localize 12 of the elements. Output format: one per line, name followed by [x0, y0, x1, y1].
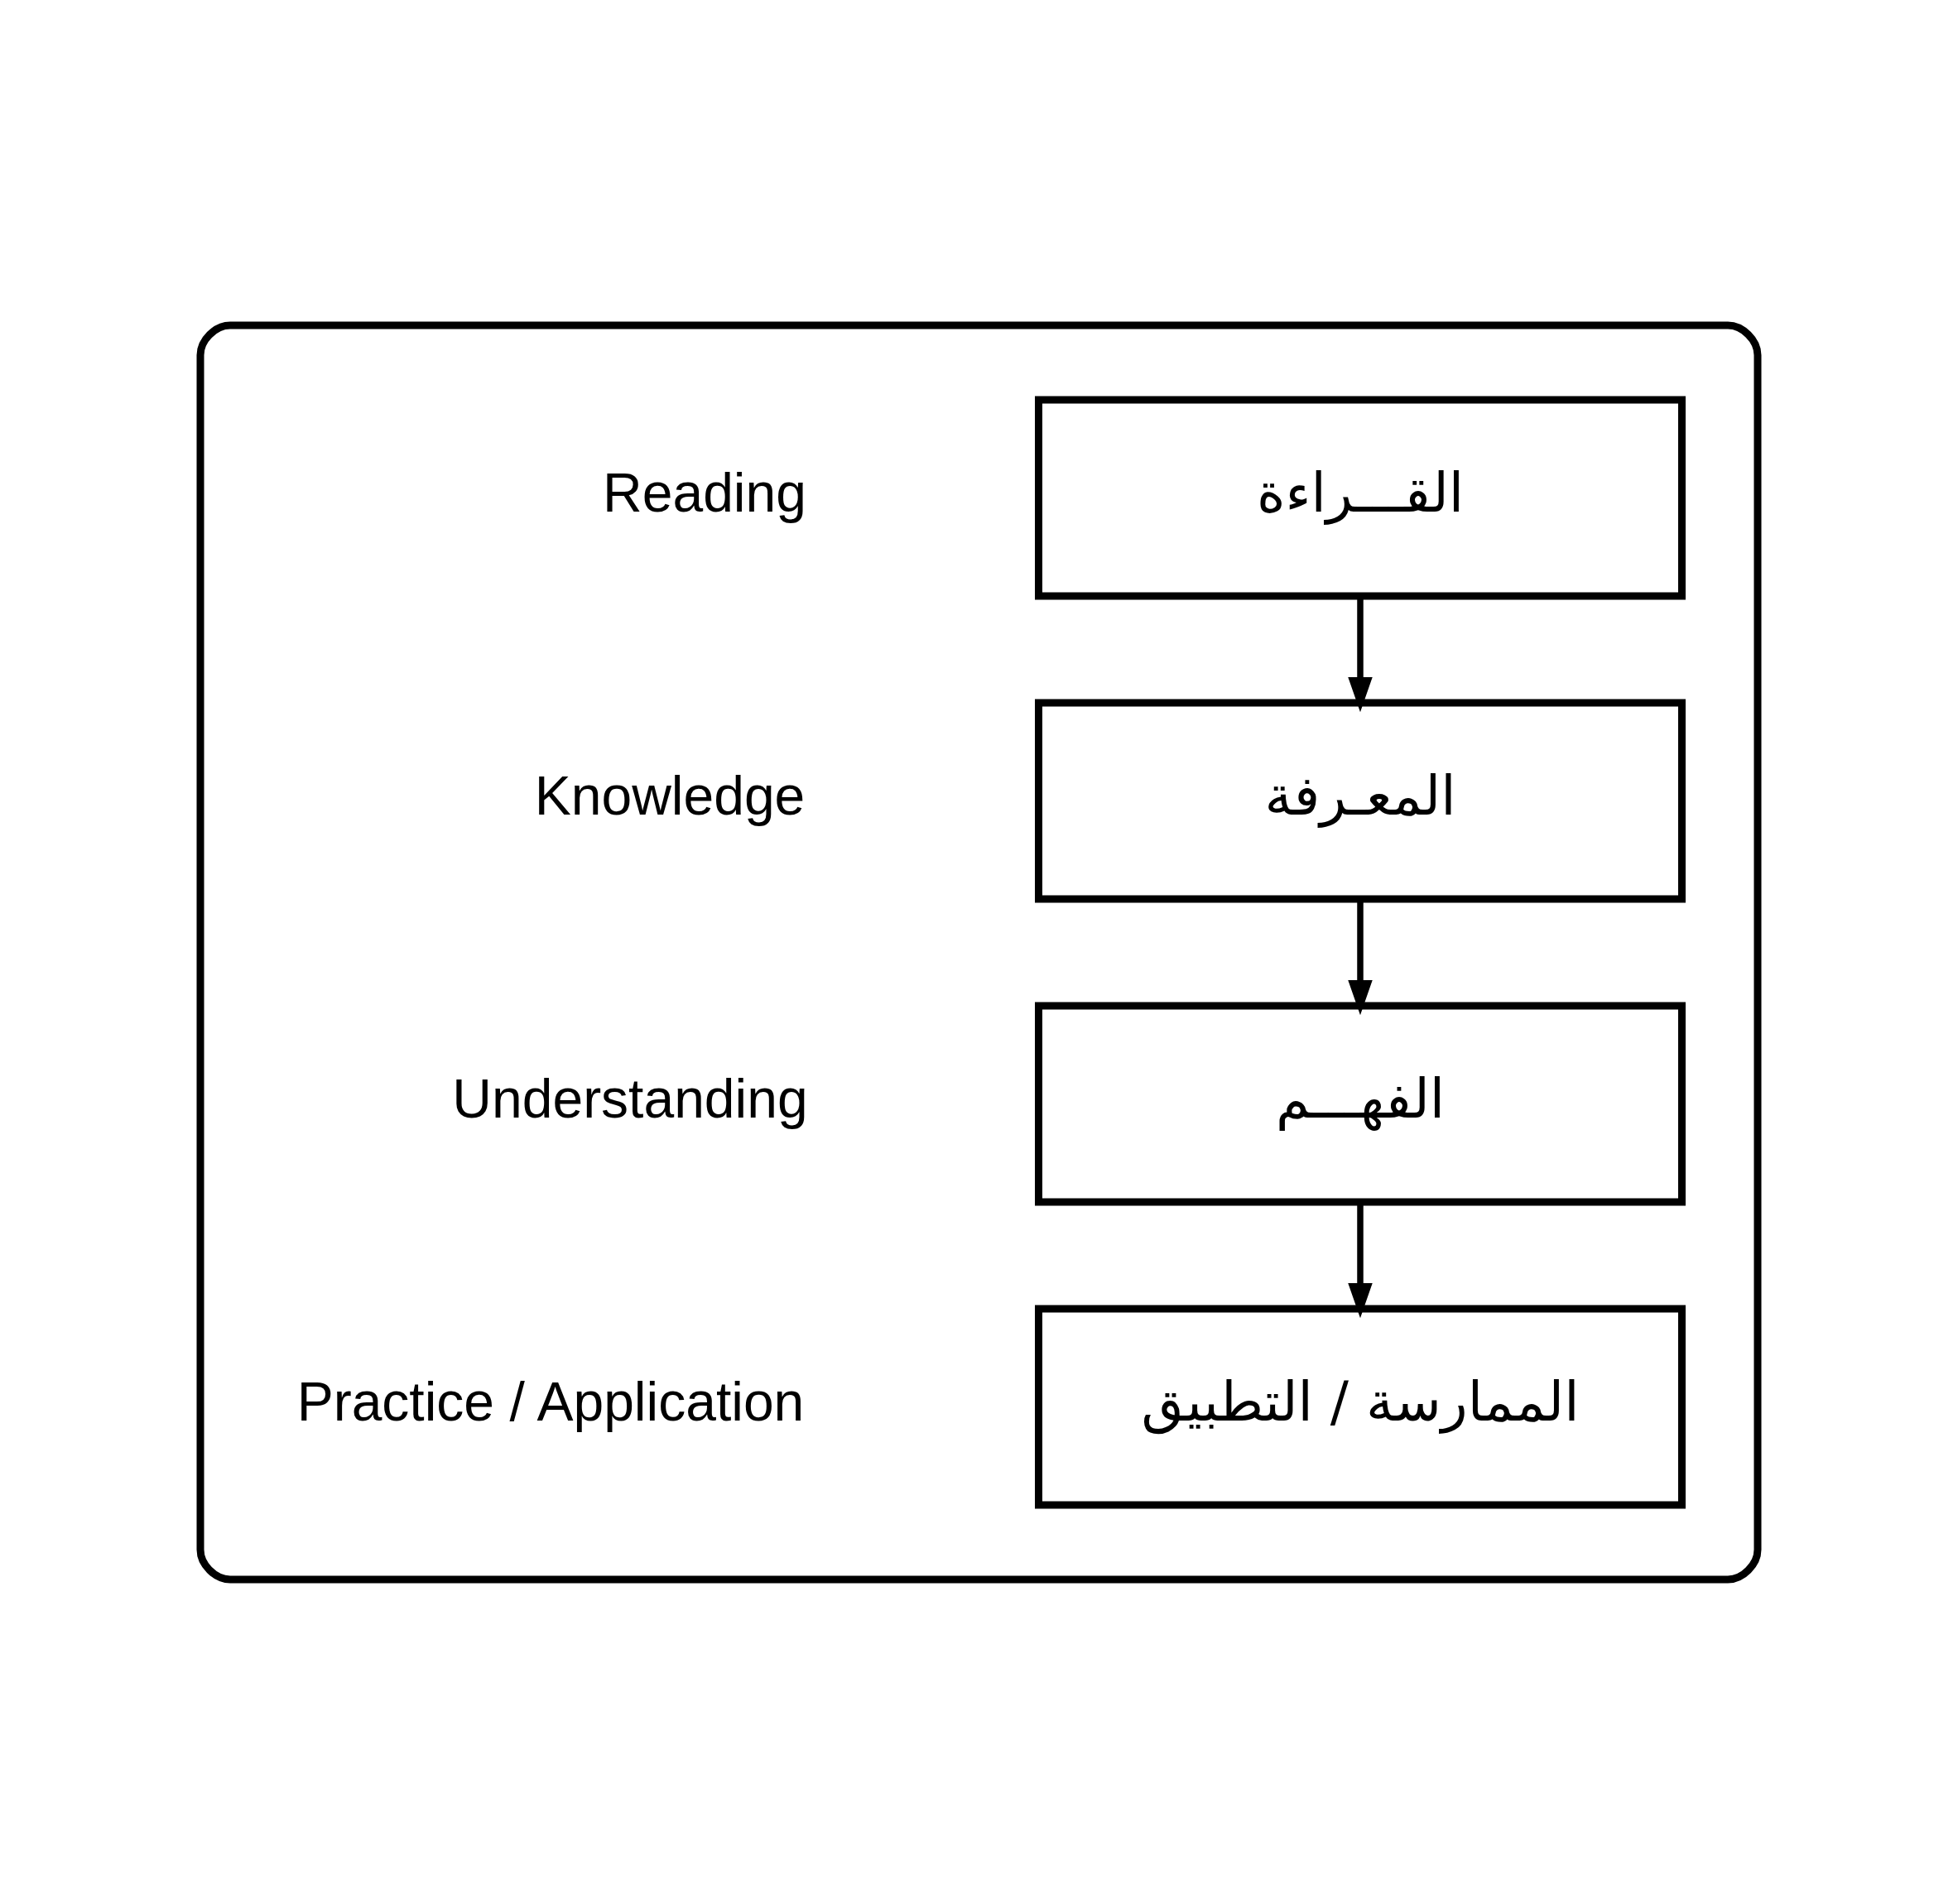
arrow	[1348, 898, 1373, 1015]
node-box: القـــراءة	[1035, 396, 1686, 599]
node-box: المعـرفة	[1035, 699, 1686, 902]
cluster	[196, 321, 1762, 1583]
arrow	[1348, 1201, 1373, 1318]
node-box: الممارسة / التطبيق	[1035, 1305, 1686, 1508]
label: Knowledge	[534, 764, 806, 826]
arrow	[1348, 595, 1373, 712]
label: Reading	[603, 461, 806, 523]
label: Practice / Application	[296, 1370, 805, 1432]
node-box: الفهـــم	[1035, 1002, 1686, 1205]
label: Understanding	[452, 1067, 808, 1129]
